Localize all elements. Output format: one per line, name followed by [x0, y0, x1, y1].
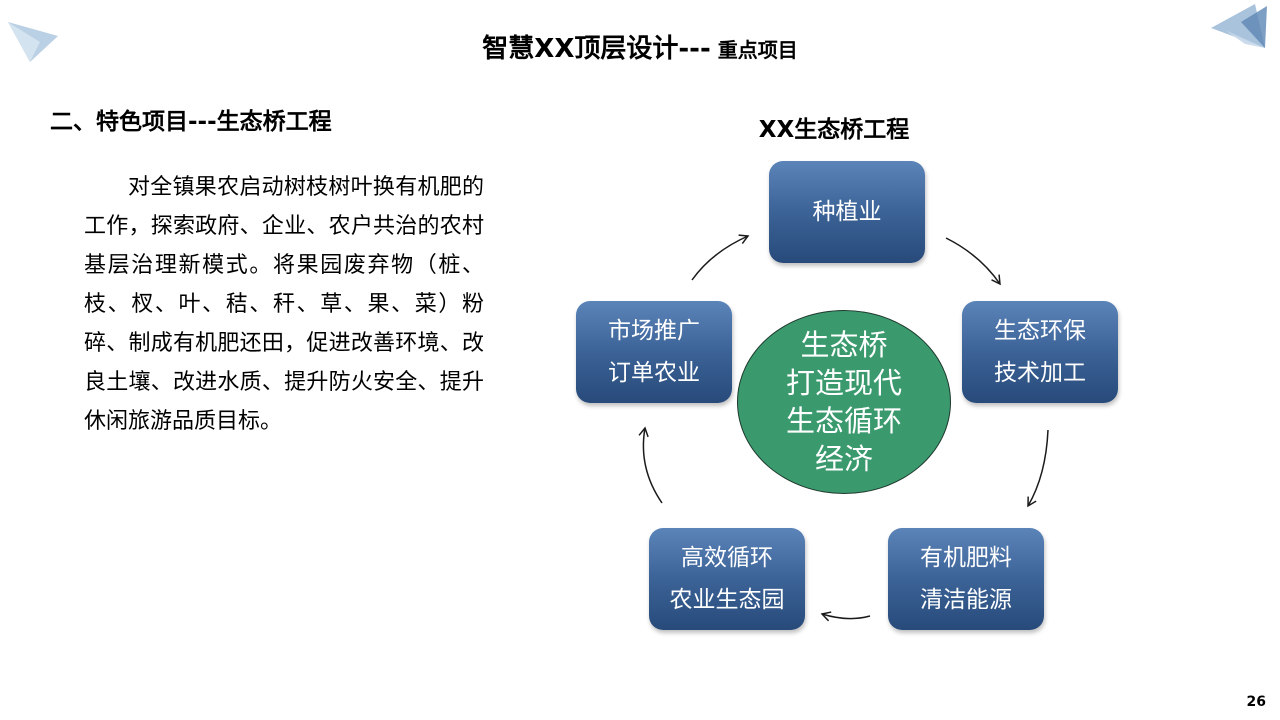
- node-market-line-2: 订单农业: [608, 360, 700, 386]
- section-paragraph: 对全镇果农启动树枝树叶换有机肥的工作，探索政府、企业、农户共治的农村基层治理新模…: [84, 175, 484, 434]
- arrow-planting-to-eco-tech: [945, 237, 1001, 286]
- diagram-title: XX生态桥工程: [758, 117, 910, 143]
- center-line-3: 生态循环: [785, 404, 902, 438]
- section-heading: 二、特色项目---生态桥工程: [50, 109, 332, 135]
- node-park-line-2: 农业生态园: [669, 587, 785, 613]
- node-fertilizer-line-2: 清洁能源: [920, 587, 1012, 613]
- node-eco-tech: 生态环保 技术加工: [962, 301, 1118, 403]
- center-line-2: 打造现代: [785, 366, 902, 400]
- node-market-line-1: 市场推广: [608, 318, 700, 344]
- node-fertilizer: 有机肥料 清洁能源: [888, 528, 1044, 630]
- corner-decoration-right: [1211, 4, 1267, 48]
- center-circle: 生态桥 打造现代 生态循环 经济: [737, 310, 951, 494]
- node-planting-line-1: 种植业: [812, 199, 882, 225]
- page-title-sub: 重点项目: [710, 38, 798, 62]
- center-line-1: 生态桥: [800, 328, 888, 362]
- node-park: 高效循环 农业生态园: [649, 528, 805, 630]
- node-eco-tech-line-2: 技术加工: [994, 360, 1086, 386]
- arrow-fertilizer-to-park: [820, 611, 871, 622]
- node-planting: 种植业: [769, 161, 925, 263]
- page-title: 智慧XX顶层设计--- 重点项目: [0, 28, 1280, 65]
- node-fertilizer-line-1: 有机肥料: [920, 545, 1012, 571]
- node-park-line-1: 高效循环: [681, 545, 773, 571]
- arrow-market-to-planting: [691, 234, 750, 281]
- center-line-4: 经济: [814, 442, 873, 476]
- page-title-main: 智慧XX顶层设计---: [482, 34, 711, 64]
- corner-decoration-left: [8, 22, 58, 62]
- arrow-eco-tech-to-fertilizer: [1027, 429, 1049, 508]
- arrow-park-to-market: [638, 426, 663, 504]
- node-eco-tech-line-1: 生态环保: [994, 318, 1086, 344]
- page-number: 26: [1246, 694, 1266, 710]
- node-market: 市场推广 订单农业: [576, 301, 732, 403]
